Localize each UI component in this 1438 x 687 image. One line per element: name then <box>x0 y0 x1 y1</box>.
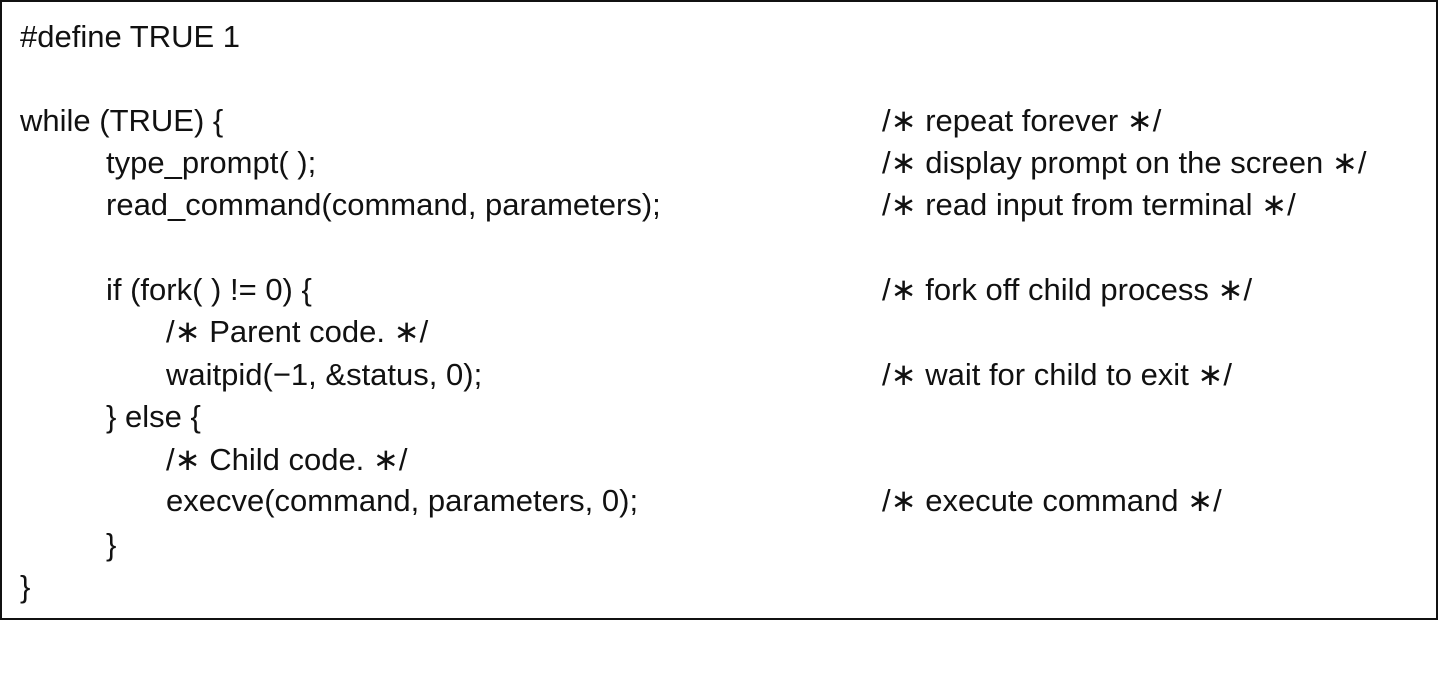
code-text: execve(command, parameters, 0); <box>166 483 639 518</box>
code-comment: /∗ wait for child to exit ∗/ <box>882 357 1233 392</box>
code-text: } <box>106 527 117 562</box>
code-line-close-while: } <box>2 567 1436 607</box>
code-comment: /∗ fork off child process ∗/ <box>882 272 1253 307</box>
code-comment: /∗ repeat forever ∗/ <box>882 103 1162 138</box>
code-text: } else { <box>106 399 201 434</box>
code-line-define: #define TRUE 1 <box>2 17 1436 57</box>
code-text: if (fork( ) != 0) { <box>106 272 312 307</box>
code-text: type_prompt( ); <box>106 145 317 180</box>
code-line-if-fork: if (fork( ) != 0) { /∗ fork off child pr… <box>2 270 1436 310</box>
code-line-else: } else { <box>2 397 1436 437</box>
code-line-while: while (TRUE) { /∗ repeat forever ∗/ <box>2 101 1436 141</box>
code-line-read-command: read_command(command, parameters); /∗ re… <box>2 185 1436 225</box>
code-comment: /∗ execute command ∗/ <box>882 483 1222 518</box>
code-line-type-prompt: type_prompt( ); /∗ display prompt on the… <box>2 143 1436 183</box>
code-line-parent-comment: /∗ Parent code. ∗/ <box>2 312 1436 352</box>
code-line-execve: execve(command, parameters, 0); /∗ execu… <box>2 481 1436 521</box>
code-comment: /∗ display prompt on the screen ∗/ <box>882 145 1367 180</box>
code-text: #define TRUE 1 <box>20 19 240 54</box>
code-comment: /∗ read input from terminal ∗/ <box>882 187 1296 222</box>
code-text: /∗ Child code. ∗/ <box>166 442 408 477</box>
code-line-waitpid: waitpid(−1, &status, 0); /∗ wait for chi… <box>2 355 1436 395</box>
code-text: waitpid(−1, &status, 0); <box>166 357 483 392</box>
code-text: read_command(command, parameters); <box>106 187 661 222</box>
code-listing-frame: #define TRUE 1 while (TRUE) { /∗ repeat … <box>0 0 1438 620</box>
code-text: /∗ Parent code. ∗/ <box>166 314 429 349</box>
code-line-child-comment: /∗ Child code. ∗/ <box>2 440 1436 480</box>
code-line-close-if: } <box>2 525 1436 565</box>
code-text: } <box>20 569 31 604</box>
code-text: while (TRUE) { <box>20 103 224 138</box>
